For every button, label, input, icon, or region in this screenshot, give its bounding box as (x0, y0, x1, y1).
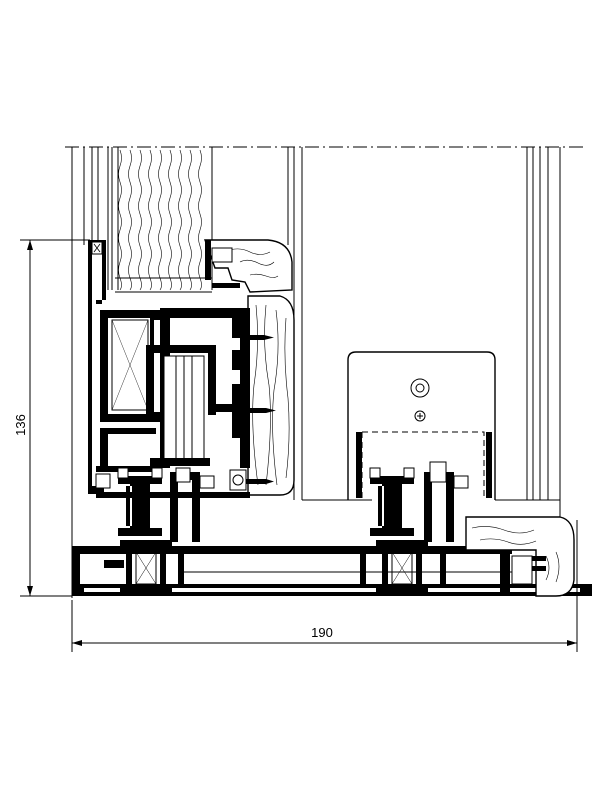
bottom-track-profile (72, 546, 592, 596)
wood-inner-cover (247, 295, 295, 496)
dimension-label-horizontal: 190 (311, 625, 333, 640)
glass-pane-right (495, 147, 561, 517)
dimension-vertical: 136 (13, 239, 90, 597)
left-sash-profile (88, 240, 160, 494)
inner-sash-profile (96, 308, 250, 498)
dimension-horizontal: 190 (71, 520, 578, 652)
left-bottom-profile (117, 467, 215, 596)
left-wall-lines (71, 147, 99, 598)
hardware-cover-box (347, 351, 496, 500)
screw-icon (240, 408, 276, 413)
glass-pane-left (107, 147, 213, 290)
right-bottom-profile (369, 461, 469, 596)
pleat-blind (115, 149, 212, 293)
dimension-label-vertical: 136 (13, 414, 28, 436)
wood-sill-right (465, 516, 575, 597)
screw-icon (246, 479, 274, 484)
wood-sash-cover-upper (204, 239, 293, 293)
